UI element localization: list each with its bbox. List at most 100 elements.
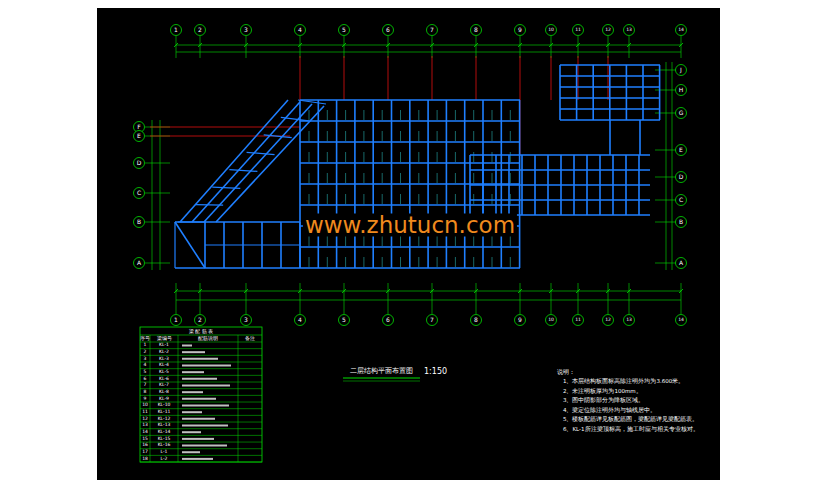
axis-label: A bbox=[137, 260, 141, 266]
beam bbox=[573, 155, 575, 215]
rebar-mark bbox=[492, 173, 493, 183]
axis-label: 2 bbox=[198, 317, 202, 323]
rebar-mark bbox=[327, 194, 328, 204]
beam bbox=[298, 100, 326, 104]
table-rule bbox=[140, 395, 262, 396]
row-number: 16 bbox=[142, 443, 148, 448]
beam bbox=[639, 120, 641, 155]
beam-code: KL-6 bbox=[159, 376, 169, 381]
axis-bubble bbox=[546, 315, 557, 326]
beam bbox=[625, 155, 627, 215]
axis-line bbox=[681, 36, 682, 58]
beam bbox=[300, 120, 520, 122]
axis-bubble bbox=[134, 131, 145, 142]
rebar-mark bbox=[327, 236, 328, 246]
axis-line bbox=[551, 36, 552, 58]
axis-line bbox=[655, 113, 676, 114]
row-number: 9 bbox=[144, 396, 147, 401]
rebar-mark bbox=[309, 173, 310, 183]
beam bbox=[599, 155, 601, 215]
beam bbox=[559, 65, 561, 120]
axis-label: F bbox=[137, 124, 140, 130]
beam bbox=[205, 244, 300, 245]
table-header: 梁编号 bbox=[157, 336, 172, 341]
axis-bubble bbox=[295, 25, 306, 36]
axis-label: G bbox=[679, 110, 684, 116]
axis-label: 11 bbox=[575, 28, 581, 33]
rebar-mark bbox=[418, 173, 419, 183]
beam bbox=[300, 162, 520, 164]
axis-line bbox=[200, 283, 201, 314]
table-fill-text bbox=[182, 358, 218, 360]
beam bbox=[482, 155, 484, 215]
table-frame bbox=[140, 327, 262, 462]
axis-bubble bbox=[676, 172, 687, 183]
beam bbox=[470, 169, 650, 171]
beam bbox=[576, 65, 578, 120]
beam bbox=[659, 65, 661, 120]
axis-bubble bbox=[295, 315, 306, 326]
axis-label: D bbox=[679, 174, 684, 180]
red-line bbox=[608, 56, 609, 100]
beam bbox=[470, 184, 650, 186]
table-fill-text bbox=[182, 398, 216, 400]
rebar-mark bbox=[345, 110, 346, 120]
rebar-mark bbox=[473, 236, 474, 246]
axis-line bbox=[629, 283, 630, 314]
table-header: 备注 bbox=[245, 336, 255, 341]
axis-line bbox=[344, 36, 345, 58]
note-item: 4、梁定位除注明外均与轴线居中。 bbox=[563, 408, 657, 414]
table-header: 序号 bbox=[140, 336, 150, 341]
beam-code: KL-12 bbox=[158, 416, 171, 421]
axis-line bbox=[655, 222, 676, 223]
axis-label: 1 bbox=[174, 27, 178, 33]
rebar-mark bbox=[510, 173, 511, 183]
rebar-mark bbox=[363, 110, 364, 120]
axis-bubble bbox=[383, 25, 394, 36]
axis-bubble bbox=[676, 65, 687, 76]
beam bbox=[212, 187, 240, 188]
rebar-mark bbox=[455, 194, 456, 204]
axis-bubble bbox=[195, 315, 206, 326]
table-fill-text bbox=[182, 391, 203, 393]
row-number: 12 bbox=[142, 416, 148, 421]
rebar-mark bbox=[400, 152, 401, 162]
beam bbox=[638, 155, 640, 215]
rebar-mark bbox=[345, 131, 346, 141]
table-rule bbox=[140, 388, 262, 389]
axis-label: D bbox=[137, 160, 142, 166]
beam-code: L-1 bbox=[161, 450, 168, 455]
beam bbox=[482, 100, 484, 268]
beam bbox=[560, 155, 562, 215]
axis-bubble bbox=[427, 315, 438, 326]
axis-label: 6 bbox=[386, 27, 390, 33]
axis-label: C bbox=[137, 190, 141, 196]
axis-label: 4 bbox=[298, 27, 302, 33]
axis-line bbox=[145, 163, 170, 164]
axis-line bbox=[578, 36, 579, 58]
table-fill-text bbox=[182, 345, 192, 347]
table-rule bbox=[140, 342, 262, 343]
axis-line bbox=[476, 283, 477, 314]
axis-bubble bbox=[573, 25, 584, 36]
beam bbox=[508, 155, 510, 215]
beam bbox=[300, 267, 520, 269]
axis-label: B bbox=[679, 219, 683, 225]
axis-bubble bbox=[134, 158, 145, 169]
beam-code: KL-1 bbox=[159, 343, 169, 348]
rebar-mark bbox=[309, 110, 310, 120]
rebar-mark bbox=[510, 257, 511, 267]
beam-code: KL-3 bbox=[159, 356, 169, 361]
row-number: 4 bbox=[144, 363, 147, 368]
beam-code: KL-15 bbox=[158, 436, 171, 441]
table-fill-text bbox=[182, 351, 205, 353]
title-underline bbox=[343, 381, 420, 382]
rebar-mark bbox=[363, 257, 364, 267]
axis-line bbox=[681, 283, 682, 314]
note-item: 6、KL-1所注梁顶标高，施工时应与相关专业核对。 bbox=[563, 427, 699, 433]
rebar-mark bbox=[400, 131, 401, 141]
table-fill-text bbox=[182, 385, 230, 387]
beam bbox=[300, 99, 520, 101]
rebar-mark bbox=[309, 194, 310, 204]
axis-bubble bbox=[383, 315, 394, 326]
